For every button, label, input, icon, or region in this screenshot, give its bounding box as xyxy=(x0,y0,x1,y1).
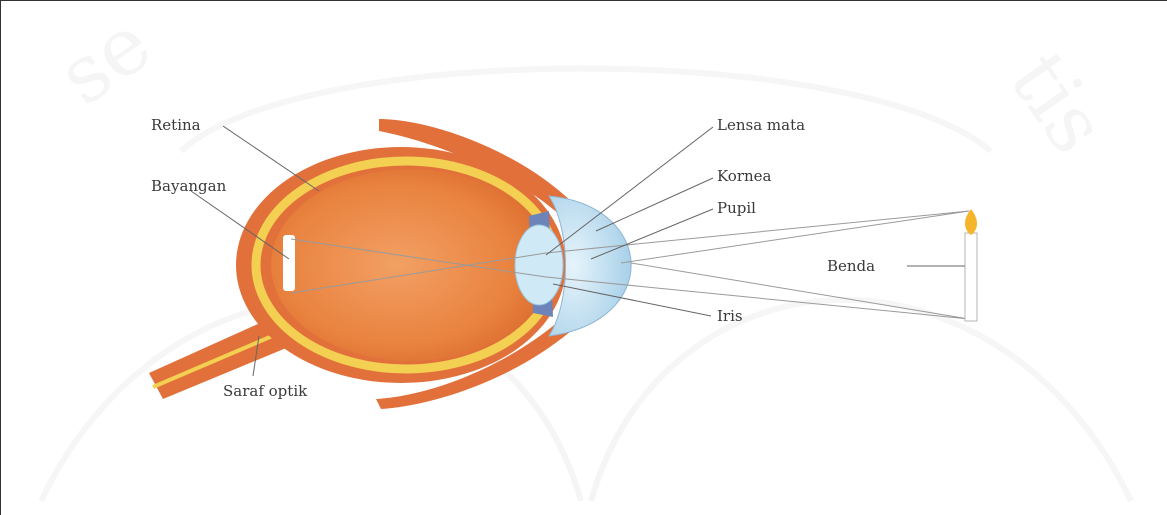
label-iris: Iris xyxy=(717,307,743,325)
watermark-right-text: tis xyxy=(992,35,1125,169)
watermark-ring xyxy=(181,69,991,152)
label-retina: Retina xyxy=(151,116,201,134)
candle-flame xyxy=(965,209,977,235)
label-bayangan: Bayangan xyxy=(151,177,227,195)
vitreous xyxy=(271,169,551,361)
watermark-left-text: se xyxy=(42,1,168,123)
label-saraf-optik: Saraf optik xyxy=(223,382,308,400)
leader-retina xyxy=(223,126,319,191)
label-lensa-mata: Lensa mata xyxy=(717,116,805,134)
watermark-arc-right xyxy=(591,300,1131,501)
label-benda: Benda xyxy=(827,257,875,275)
leader-lensa xyxy=(546,127,713,255)
leader-kornea xyxy=(596,178,713,231)
lens-shape xyxy=(515,225,563,305)
retina-spot xyxy=(283,235,295,291)
label-kornea: Kornea xyxy=(717,167,772,185)
candle xyxy=(965,209,977,321)
label-pupil: Pupil xyxy=(717,199,756,217)
